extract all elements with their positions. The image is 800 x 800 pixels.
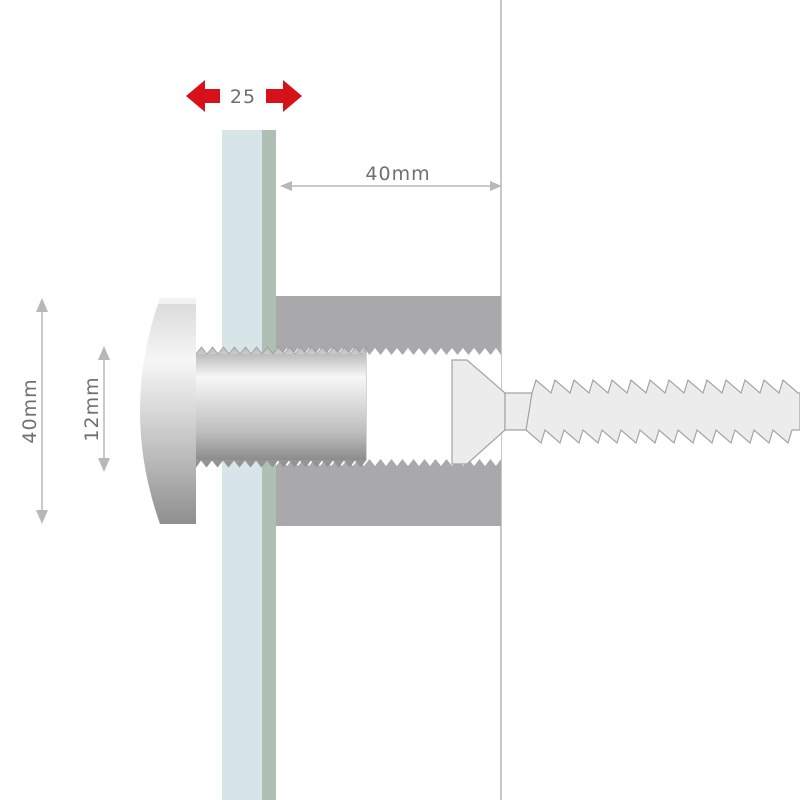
barrel-diameter-label: 12mm: [81, 376, 103, 441]
barrel-diameter-dimension: 12mm: [81, 346, 110, 472]
threaded-barrel: [196, 354, 366, 460]
thickness-label: 25: [230, 86, 256, 108]
red-right-arrow-icon: [266, 80, 302, 112]
cap-diameter-dimension: 40mm: [19, 298, 48, 524]
red-left-arrow-icon: [186, 80, 220, 112]
thickness-dimension: 25: [186, 80, 302, 112]
cap-head: [140, 298, 196, 524]
bore-thread-top: [276, 348, 501, 355]
cap-diameter-label: 40mm: [19, 378, 41, 443]
screw-thread: [525, 378, 800, 445]
glass-panel-edge: [262, 130, 276, 800]
wood-screw: [451, 359, 800, 465]
bore-thread-bottom: [276, 459, 501, 466]
cap-head-rim: [158, 298, 196, 304]
standoff-label: 40mm: [365, 163, 430, 185]
standoff-dimension: 40mm: [280, 163, 502, 191]
